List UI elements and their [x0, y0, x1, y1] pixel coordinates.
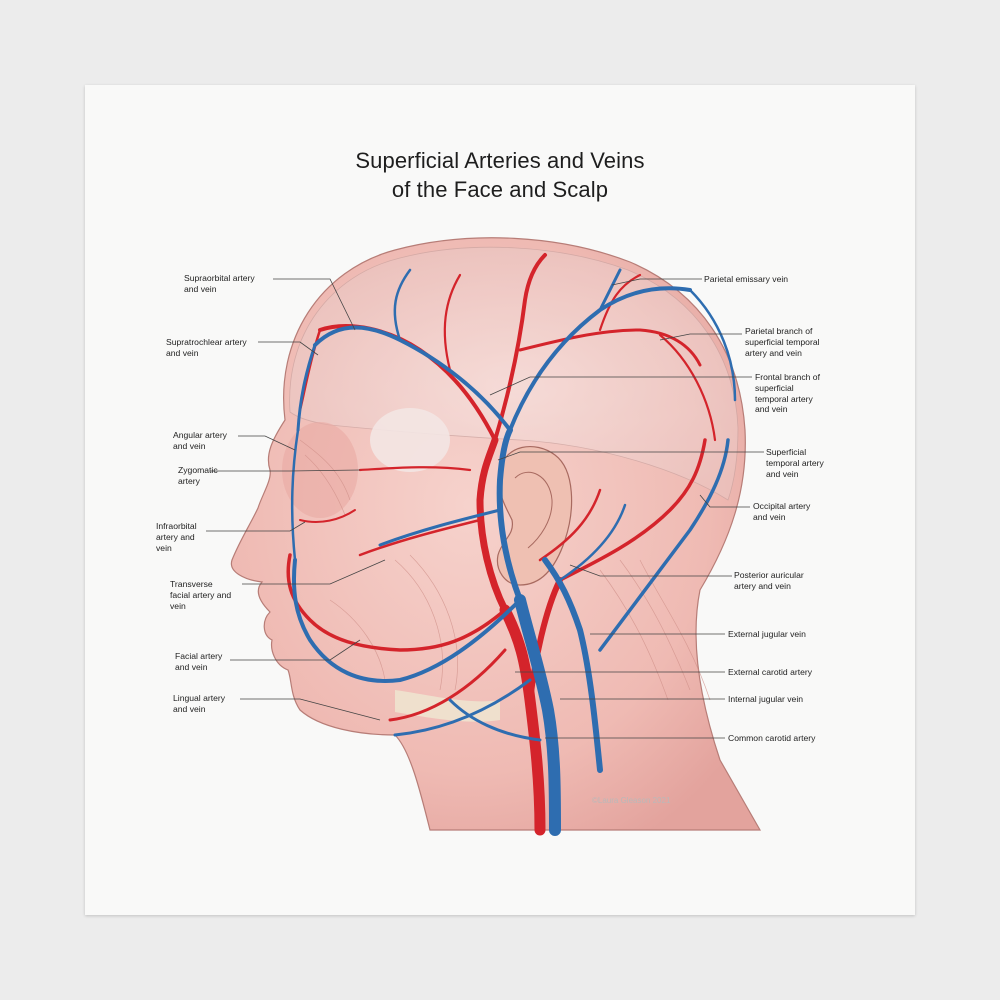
ear-inner	[514, 471, 553, 549]
orbit-region	[282, 422, 358, 518]
leader-lingual	[240, 698, 381, 721]
scalp-artery-branch-2	[598, 273, 642, 332]
leader-occipital	[699, 494, 750, 508]
internal-jugular-vein	[514, 594, 561, 836]
leader-facial	[230, 639, 361, 661]
scalp-artery-branch-1	[443, 273, 462, 372]
leader-supratrochlear	[258, 341, 319, 356]
label-external-jugular: External jugular vein	[728, 629, 806, 639]
leader-supraorbital	[273, 278, 356, 331]
leader-angular	[238, 435, 296, 451]
muscle-texture	[299, 439, 711, 701]
veins	[290, 268, 737, 836]
lingual-vein	[393, 678, 532, 737]
parietal-vein-branch	[508, 286, 692, 432]
diagram-title-line-2: of the Face and Scalp	[391, 177, 609, 202]
leader-zygomatic	[210, 469, 361, 472]
lingual-artery	[388, 648, 507, 722]
zygomatic-artery	[358, 466, 472, 472]
internal-carotid-artery	[527, 577, 563, 703]
external-carotid-artery	[476, 436, 509, 614]
retromandibular-vein	[448, 698, 542, 742]
label-internal-jugular: Internal jugular vein	[728, 694, 804, 704]
parietal-artery-branch	[518, 328, 702, 367]
transverse-facial-vein	[378, 508, 502, 547]
scalp-artery-branch-3	[658, 333, 717, 442]
frontal-vein-branch	[313, 325, 512, 432]
supratrochlear-vein	[296, 343, 317, 432]
leader-frontal-branch	[489, 376, 752, 396]
facial-vein	[291, 558, 522, 683]
infraorbital-artery	[299, 509, 356, 523]
superficial-temporal-vein	[496, 427, 523, 603]
leader-superficial-temporal	[497, 451, 764, 461]
posterior-auricular-vein	[558, 503, 627, 582]
parietal-emissary-vein	[598, 268, 622, 312]
leader-parietal-branch	[659, 333, 742, 341]
scalp-vein-branch-1	[393, 268, 412, 342]
leader-parietal-emissary	[611, 278, 702, 286]
external-jugular-vein	[542, 557, 603, 773]
arteries	[286, 253, 717, 836]
angular-vein	[290, 428, 300, 562]
scalp-vein-branch-2	[688, 288, 737, 402]
artist-credit: ©Laura Gleason 2021	[592, 796, 671, 805]
facial-artery	[286, 553, 507, 652]
temporal-fossa	[370, 408, 450, 472]
posterior-auricular-artery	[538, 488, 602, 562]
transverse-facial-artery	[358, 518, 482, 557]
leader-posterior-auricular	[569, 564, 732, 577]
occipital-vein	[598, 438, 730, 652]
superficial-temporal-artery-parietal	[493, 253, 547, 442]
label-parietal-emissary: Parietal emissary vein	[704, 274, 789, 284]
occipital-artery	[558, 438, 707, 582]
leader-lines	[206, 278, 764, 739]
label-common-carotid: Common carotid artery	[728, 733, 816, 743]
leader-infraorbital	[206, 521, 306, 532]
leader-transverse-facial	[242, 559, 386, 585]
label-external-carotid: External carotid artery	[728, 667, 813, 677]
diagram-title-line-1: Superficial Arteries and Veins	[355, 148, 645, 173]
